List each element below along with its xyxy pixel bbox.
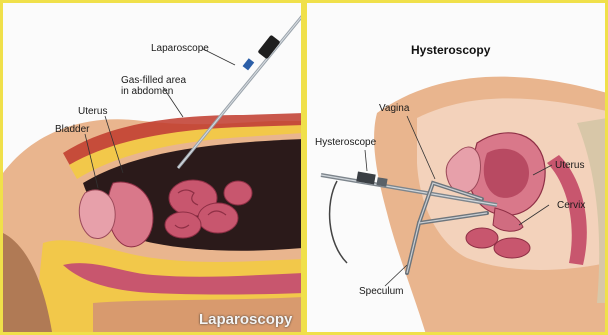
label-bladder: Bladder [55,124,89,135]
label-speculum: Speculum [359,286,403,297]
label-laparoscope: Laparoscope [151,43,209,54]
label-gas-filled-area: Gas-filled area in abdomen [121,75,186,97]
laparoscopy-panel: Laparoscope Gas-filled area in abdomen U… [0,0,304,335]
label-cervix: Cervix [557,200,585,211]
label-uterus: Uterus [78,106,107,117]
title-hysteroscopy: Hysteroscopy [411,43,490,57]
label-uterus: Uterus [555,160,584,171]
caption-laparoscopy: Laparoscopy [199,311,292,328]
label-hysteroscope: Hysteroscope [315,137,376,148]
hysteroscopy-panel: Hysteroscopy Vagina Hysteroscope Uterus … [304,0,608,335]
label-vagina: Vagina [379,103,409,114]
